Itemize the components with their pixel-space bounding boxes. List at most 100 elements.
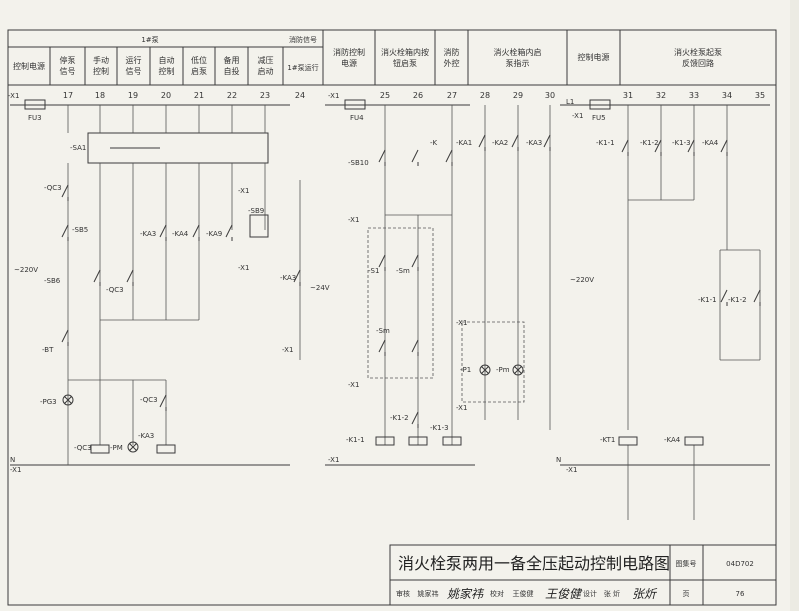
label-k2: -KA2 xyxy=(492,139,508,147)
page-label: 页 xyxy=(683,590,690,598)
contact xyxy=(753,289,761,306)
label-k3: -KA3 xyxy=(526,139,542,147)
label-ka4: -KA4 xyxy=(172,230,189,238)
label-ka9: -KA9 xyxy=(206,230,222,238)
page-number: 76 xyxy=(736,590,745,598)
contact xyxy=(378,149,386,166)
label-fu4: FU4 xyxy=(350,114,364,122)
label-sb6: -SB6 xyxy=(44,277,61,285)
lamp-pm2 xyxy=(512,364,524,376)
title-block: 消火栓泵两用一备全压起动控制电路图 图集号 04D702 审核 姚家祎 姚家祎 … xyxy=(389,544,777,606)
terminal-number: 26 xyxy=(413,91,423,100)
label-qc3c: -QC3 xyxy=(140,396,158,404)
header-fire-signal: 消防信号 xyxy=(289,35,317,44)
coil-kt1 xyxy=(618,436,638,446)
contact xyxy=(126,269,134,286)
terminal-number: 25 xyxy=(380,91,390,100)
contact xyxy=(654,139,662,156)
lamp-pg3 xyxy=(62,394,74,406)
label-pg3: -PG3 xyxy=(40,398,57,406)
label-x1n1: -X1 xyxy=(10,466,21,474)
terminal-number: 24 xyxy=(295,91,305,100)
contact xyxy=(543,134,551,151)
label-qc3: -QC3 xyxy=(44,184,62,192)
label-v24: ~24V xyxy=(310,284,330,292)
label-x1t: -X1 xyxy=(348,381,359,389)
reviewer-signature: 姚家祎 xyxy=(447,587,485,601)
label-x1p: -X1 xyxy=(238,187,249,195)
label-s1: -S1 xyxy=(368,267,379,275)
coil-ka4 xyxy=(684,436,704,446)
label-k1: -KA1 xyxy=(456,139,472,147)
label-x1q: -X1 xyxy=(238,264,249,272)
contact xyxy=(159,224,167,241)
circuit-components xyxy=(61,134,761,454)
designer-signature: 张炘 xyxy=(632,587,658,601)
lamp-p1 xyxy=(479,364,491,376)
contact xyxy=(192,224,200,241)
label-sb5: -SB5 xyxy=(72,226,88,234)
header-pump-run: 1#泵运行 xyxy=(287,63,318,72)
label-qc3d: -QC3 xyxy=(74,444,92,452)
label-sb10: -SB10 xyxy=(348,159,369,167)
coil-k1-3 xyxy=(442,436,462,446)
terminal-number: 21 xyxy=(194,91,204,100)
label-pm2: -Pm xyxy=(496,366,510,374)
label-k1c: -K1-1 xyxy=(698,296,717,304)
terminal-number: 35 xyxy=(755,91,765,100)
contact xyxy=(720,139,728,156)
contact xyxy=(511,134,519,151)
label-sa1: -SA1 xyxy=(70,144,86,152)
label-k2c: -K1-2 xyxy=(728,296,747,304)
contact xyxy=(687,139,695,156)
terminal-number: 27 xyxy=(447,91,457,100)
label-x1v: -X1 xyxy=(456,404,467,412)
label-k1-1: -K1-1 xyxy=(346,436,365,444)
label-v220-left: ~220V xyxy=(14,266,38,274)
contact xyxy=(225,224,233,241)
label-n-left: N xyxy=(10,456,15,464)
contact xyxy=(411,411,419,428)
contact xyxy=(411,339,419,356)
fuse-fu3 xyxy=(24,99,46,110)
label-sm2: -Sm xyxy=(376,327,390,335)
terminal-number: 31 xyxy=(623,91,633,100)
label-sm: -Sm xyxy=(396,267,410,275)
terminal-number: 23 xyxy=(260,91,270,100)
header-group-pump1: 1#泵 xyxy=(141,36,158,44)
contact xyxy=(478,134,486,151)
label-k1-3: -K1-3 xyxy=(430,424,449,432)
button-sb9 xyxy=(249,214,269,238)
review-label: 审核 xyxy=(396,589,410,598)
contact xyxy=(411,149,419,166)
atlas-number: 04D702 xyxy=(726,560,754,568)
contact xyxy=(621,139,629,156)
circuit-wires xyxy=(67,105,761,520)
label-bt: -BT xyxy=(42,346,54,354)
label-ka4coil: -KA4 xyxy=(664,436,681,444)
contact xyxy=(293,269,301,286)
terminal-number: 32 xyxy=(656,91,666,100)
label-x1-a: -X1 xyxy=(8,92,19,100)
contact xyxy=(159,394,167,411)
terminal-number: 29 xyxy=(513,91,523,100)
label-x1n3: -X1 xyxy=(566,466,577,474)
label-ka3c: -KA3 xyxy=(138,432,154,440)
contact xyxy=(445,149,453,166)
label-kt3: -K1-3 xyxy=(672,139,691,147)
label-ka3b: -KA3 xyxy=(280,274,296,282)
label-x1s: -X1 xyxy=(348,216,359,224)
fuse-fu4 xyxy=(344,99,366,110)
label-sb9: -SB9 xyxy=(248,207,264,215)
selector-switch-sa1 xyxy=(87,132,269,164)
contact xyxy=(61,184,69,201)
coil-k1-2 xyxy=(408,436,428,446)
label-x1-c: -X1 xyxy=(572,112,583,120)
label-kt2: -K1-2 xyxy=(640,139,659,147)
label-l1: L1 xyxy=(566,98,574,106)
label-x1-b: -X1 xyxy=(328,92,339,100)
buses xyxy=(10,99,770,466)
label-kt1: -K1-1 xyxy=(596,139,615,147)
label-p1: -P1 xyxy=(460,366,471,374)
